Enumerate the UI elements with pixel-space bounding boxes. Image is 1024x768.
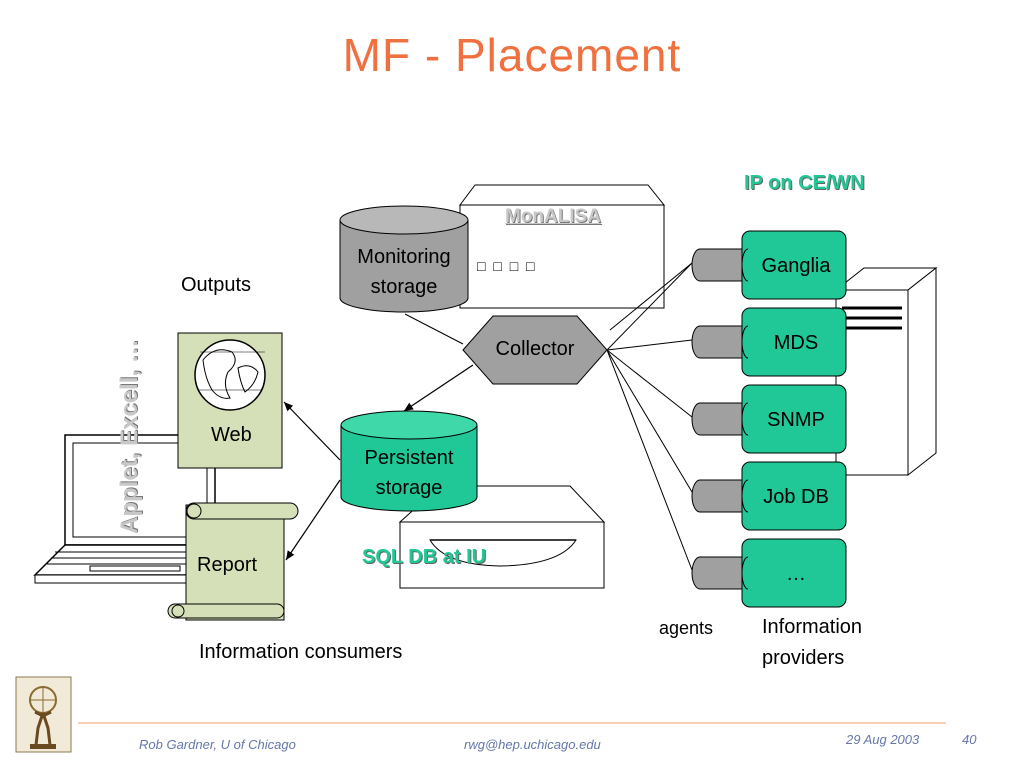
- provider-label: Job DB: [763, 486, 829, 508]
- agent-plug-icon: [691, 325, 749, 359]
- monalisa-box: [459, 184, 666, 309]
- agent-plug-edge: [741, 248, 749, 282]
- persistent-storage-cylinder: [340, 410, 478, 512]
- provider-label: …: [786, 563, 806, 585]
- slide-title: MF - Placement: [342, 29, 682, 81]
- information-providers-line1: Information: [762, 616, 863, 638]
- agent-plug-icon: [691, 479, 749, 513]
- monitoring-storage-cylinder: [339, 205, 469, 313]
- outputs-label: Outputs: [181, 274, 252, 296]
- footer-email: rwg@hep.uchicago.edu: [464, 737, 601, 752]
- monalisa-label: MonALISA: [505, 206, 602, 227]
- persistent-storage-line1: Persistent: [364, 447, 454, 469]
- persistent-storage-line2: storage: [375, 477, 443, 499]
- monitoring-storage-line1: Monitoring: [357, 246, 451, 268]
- server-tower-icon: [834, 266, 938, 477]
- agent-plug-icon: [691, 556, 749, 590]
- agent-plug-edge: [741, 402, 749, 436]
- sql-db-label: SQL DB at IU: [362, 546, 487, 568]
- web-label: Web: [211, 424, 252, 446]
- persistent-storage-label: Persistent storage: [341, 443, 477, 503]
- provider-label: MDS: [774, 332, 818, 354]
- scroll-icon: [167, 502, 299, 621]
- applet-excel-label: Applet, Excell, …: [116, 339, 143, 534]
- information-consumers-label: Information consumers: [199, 641, 403, 663]
- footer-date: 29 Aug 2003: [846, 732, 920, 747]
- collector-label: Collector: [495, 338, 575, 360]
- web-document: [177, 332, 283, 469]
- agent-plug-edge: [741, 556, 749, 590]
- information-providers-label: Information providers: [762, 612, 862, 674]
- agent-plug-edge: [741, 325, 749, 359]
- monitoring-storage-line2: storage: [370, 276, 438, 298]
- ip-on-ce-wn-label: IP on CE/WN: [744, 172, 865, 194]
- atlas-logo-icon: [15, 676, 72, 753]
- monalisa-box-glyphs: □ □ □ □: [477, 258, 537, 274]
- agents-label: agents: [659, 618, 714, 638]
- collector-hexagon: [462, 315, 608, 385]
- connector-lines: [404, 262, 693, 571]
- report-label: Report: [197, 554, 258, 576]
- footer-author: Rob Gardner, U of Chicago: [139, 737, 296, 752]
- monitoring-storage-label: Monitoring storage: [340, 242, 468, 302]
- information-providers-line2: providers: [762, 647, 845, 669]
- slide-number: 40: [962, 732, 977, 747]
- provider-label: SNMP: [767, 409, 825, 431]
- agent-plug-icon: [691, 248, 749, 282]
- data-flow-arrows: [283, 364, 474, 561]
- agent-plug-icon: [691, 402, 749, 436]
- provider-label: Ganglia: [762, 255, 832, 277]
- tape-drive-icon: [398, 485, 606, 589]
- agent-plug-edge: [741, 479, 749, 513]
